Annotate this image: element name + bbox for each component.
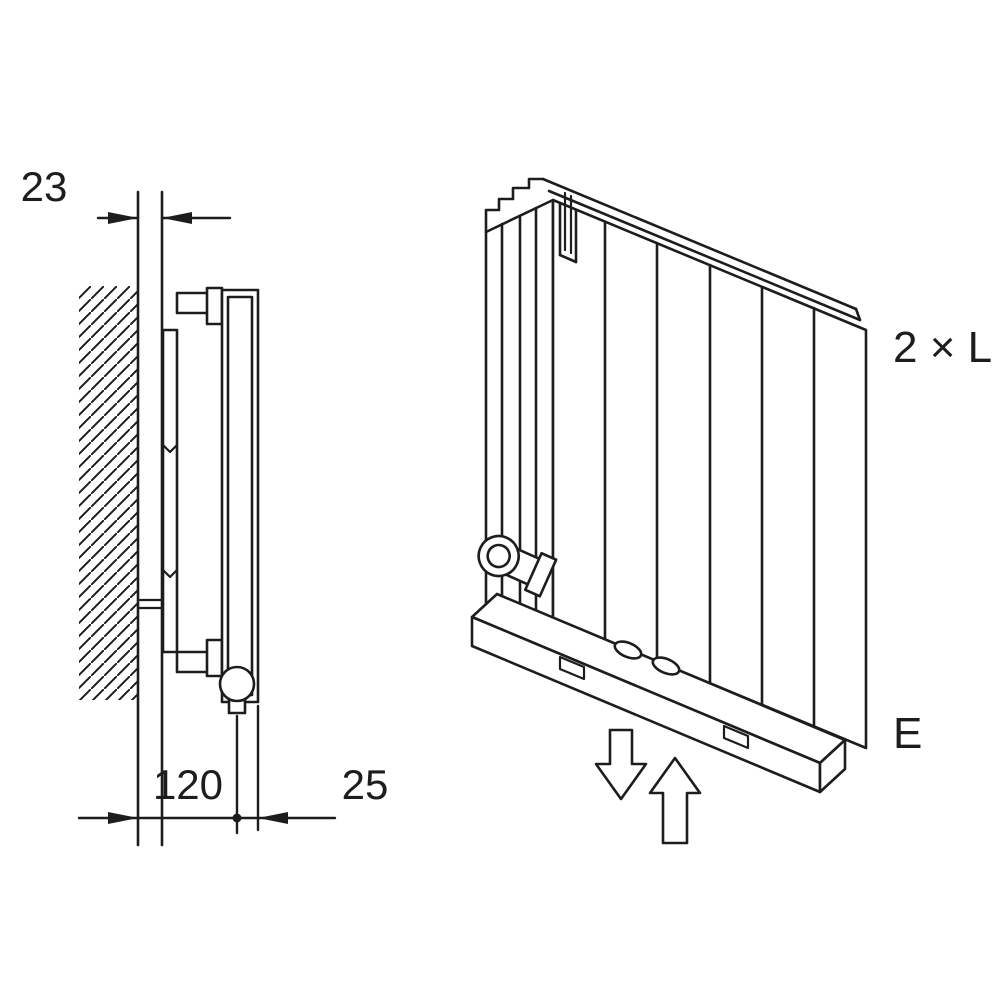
top-bracket-arm: [175, 291, 211, 315]
top-bracket: [175, 286, 224, 326]
side-view-valve: [218, 665, 256, 715]
side-section-view: 23 120 25: [21, 163, 389, 847]
hanging-bracket-slot: [558, 191, 578, 264]
rail-inner-line: [547, 189, 862, 322]
dim-120-arrow-icon: [108, 812, 138, 824]
isometric-view: 2 × L E: [470, 177, 992, 845]
bracket-notch-upper: [161, 443, 179, 454]
radiator-front-face: [551, 198, 868, 750]
channel-tab: [722, 724, 750, 750]
valve-knob-inner: [486, 543, 511, 569]
dimension-120-value: 120: [153, 761, 223, 808]
channel-right-end-cap: [818, 738, 847, 794]
label-brackets-2xL: 2 × L: [893, 323, 992, 372]
wall-hatching: [79, 286, 138, 700]
bottom-bracket: [175, 638, 224, 678]
bottom-bracket-arm: [175, 650, 211, 674]
dimension-23-value: 23: [21, 163, 68, 210]
bottom-connection-channel: [470, 592, 847, 794]
valve-knob: [218, 665, 256, 703]
channel-tab: [558, 655, 586, 681]
dimension-120-25: 120 25: [77, 704, 389, 835]
iso-valve: [477, 534, 558, 598]
mounting-bracket-plate: [161, 328, 179, 654]
top-hanging-rail: [484, 177, 862, 322]
rail-end-cap: [854, 307, 862, 322]
dim-23-arrow-right-icon: [108, 212, 138, 224]
flow-arrows: [594, 728, 702, 845]
bracket-hook-step-profile: [484, 177, 545, 234]
bottom-bracket-tab: [205, 638, 224, 678]
valve-collar: [523, 551, 558, 598]
radiator-panel-profile: [220, 288, 260, 704]
label-connection-E: E: [893, 709, 922, 758]
slot-bottom-line: [558, 253, 578, 264]
flow-down-arrow-icon: [594, 728, 648, 801]
dim-23-arrow-left-icon: [162, 212, 192, 224]
rail-outer-line: [541, 177, 858, 311]
top-bracket-tab: [205, 286, 224, 326]
dimension-25-value: 25: [342, 761, 389, 808]
dim-25-arrow-icon: [258, 812, 288, 824]
connection-hole: [651, 656, 681, 676]
wall-anchor-detail: [138, 598, 165, 610]
connection-hole: [613, 640, 643, 660]
bracket-notch-lower: [161, 568, 179, 579]
dim-shared-point-dot: [232, 813, 242, 823]
bracket-plate: [161, 328, 179, 654]
flow-up-arrow-icon: [648, 756, 702, 845]
dimension-23: 23: [21, 163, 232, 224]
